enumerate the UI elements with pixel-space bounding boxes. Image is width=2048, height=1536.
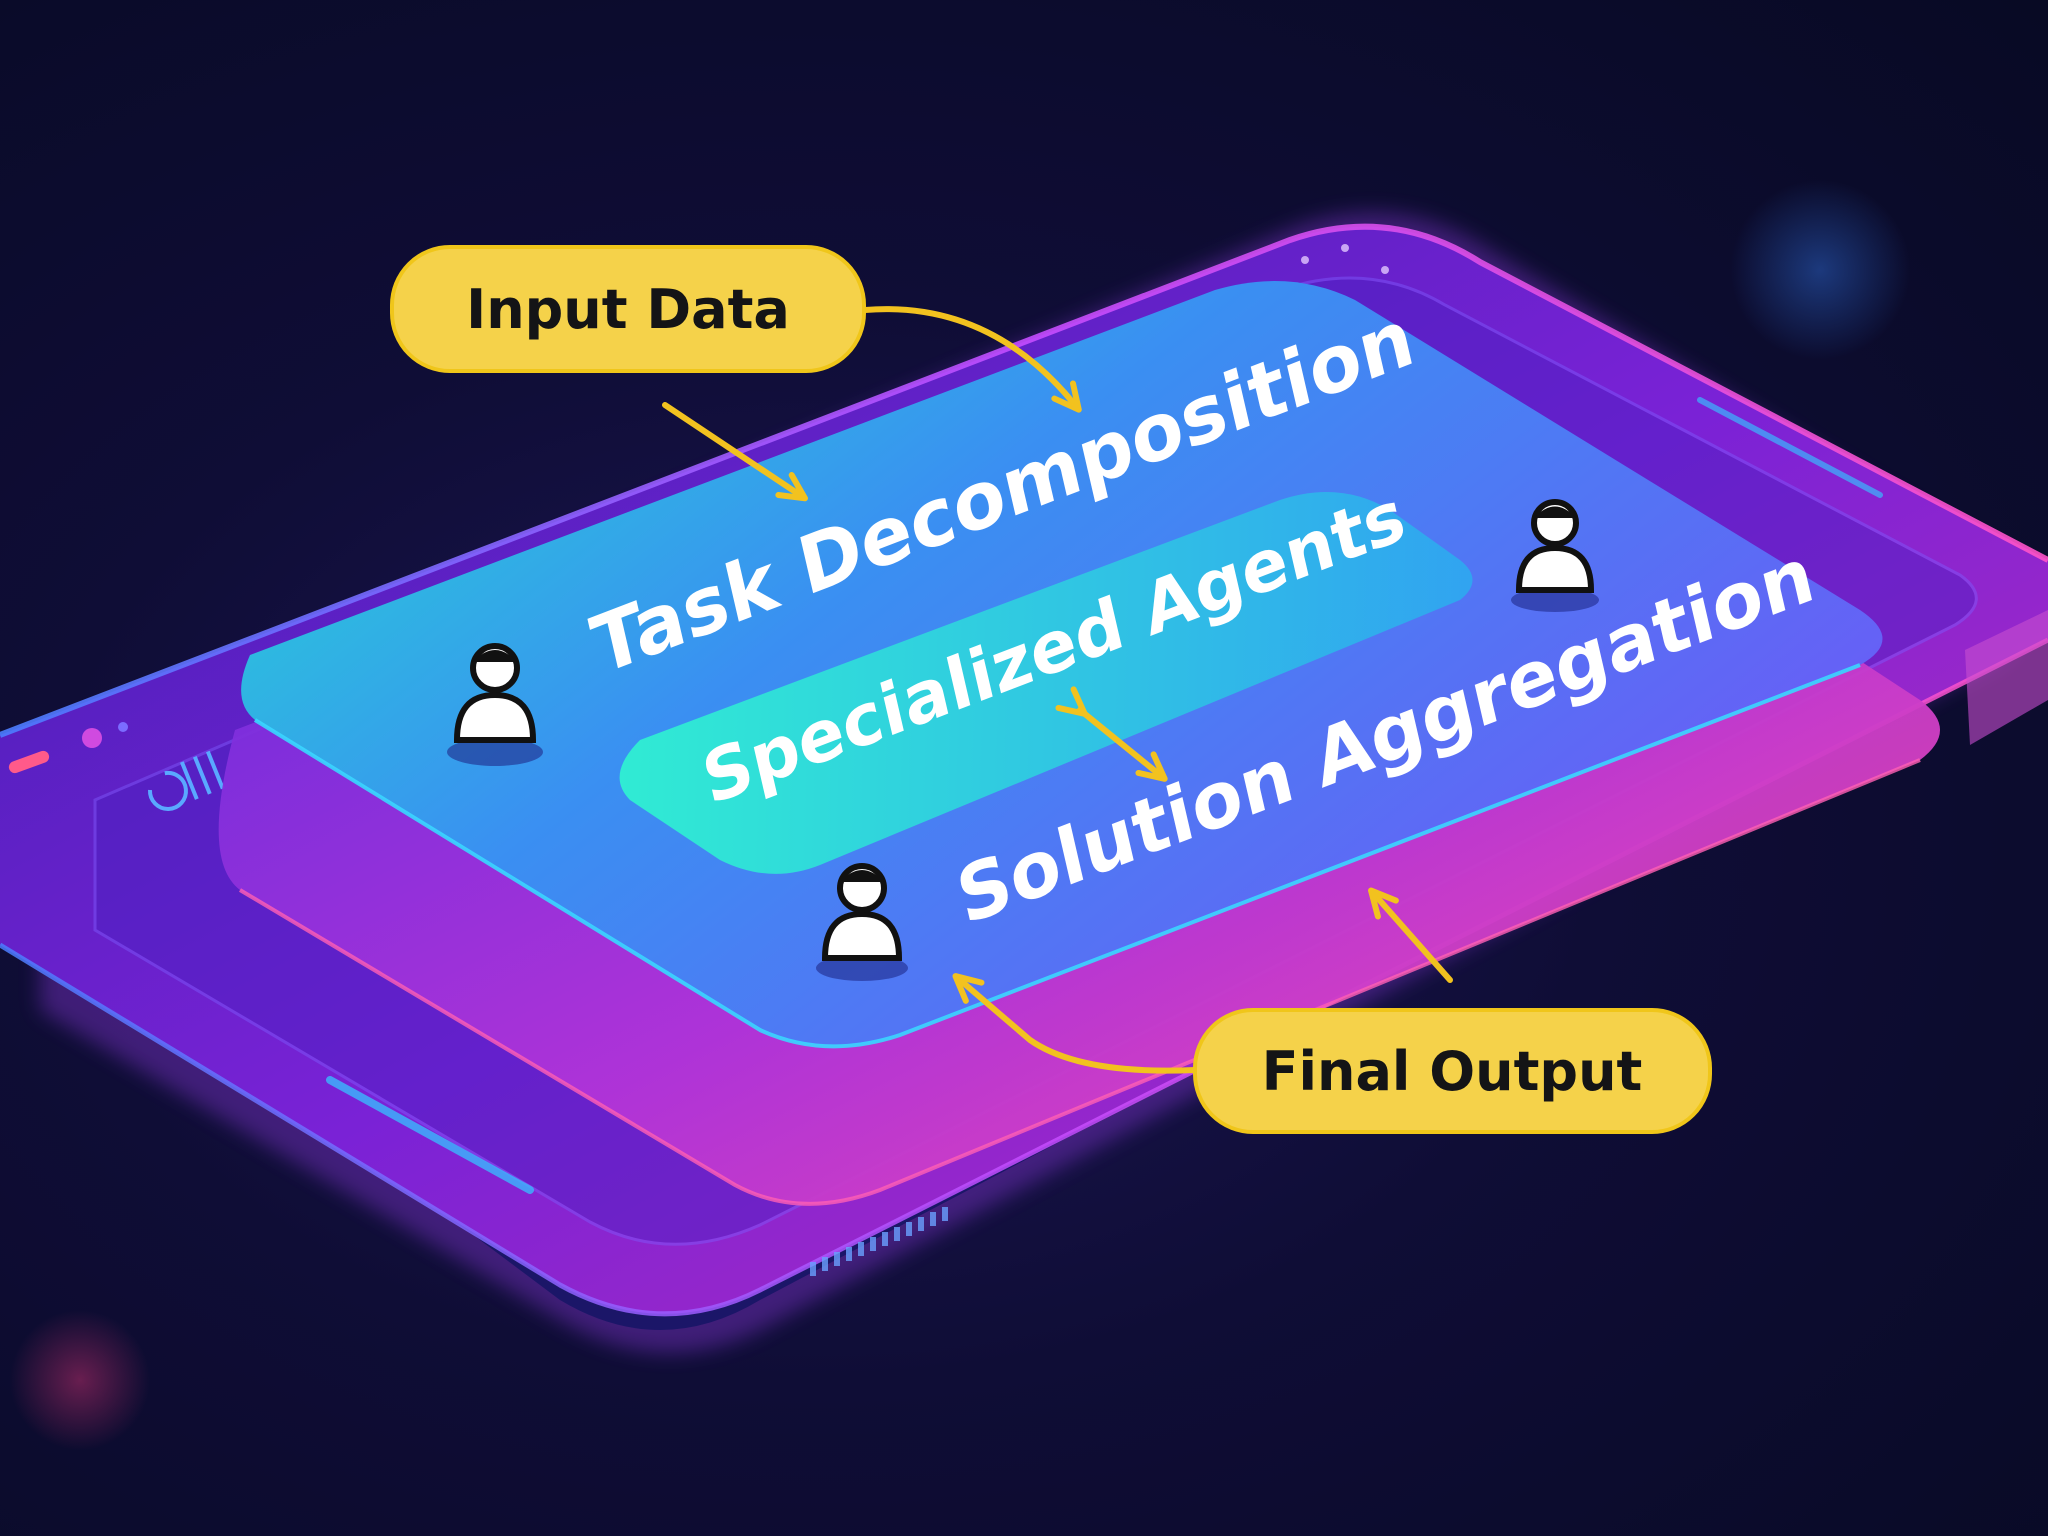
output-arrow [1368,887,1453,983]
input-label-text: Input Data [466,278,790,341]
input-label: Input Data [390,245,866,373]
layer-agents [619,492,1473,874]
output-label: Final Output [1193,1008,1712,1134]
layer-task-edge [253,663,1861,1049]
bokeh-light [1730,180,1910,360]
layer-base-edge [238,758,1921,1206]
output-label-text: Final Output [1262,1040,1643,1103]
bidirectional-arrow [1055,686,1168,782]
screen-menu-icon [147,750,225,811]
bokeh-light [10,1310,150,1450]
agent-icon [816,863,908,981]
device-light-strip [326,1076,534,1194]
agent-icon [1511,499,1599,612]
agent-icon [447,643,543,766]
input-arrow [662,402,808,502]
output-arrow-curve [952,973,1198,1074]
device-rim [0,223,2048,738]
input-arrow-curve [862,306,1082,413]
device-vent [810,1207,948,1276]
device-rim-front [0,637,2048,1317]
side-panel [1965,610,2048,745]
status-led [8,750,50,774]
sparkle-icon [1301,244,1389,274]
status-dot [118,722,128,732]
status-dot [82,728,102,748]
device-light-strip [1697,397,1883,498]
